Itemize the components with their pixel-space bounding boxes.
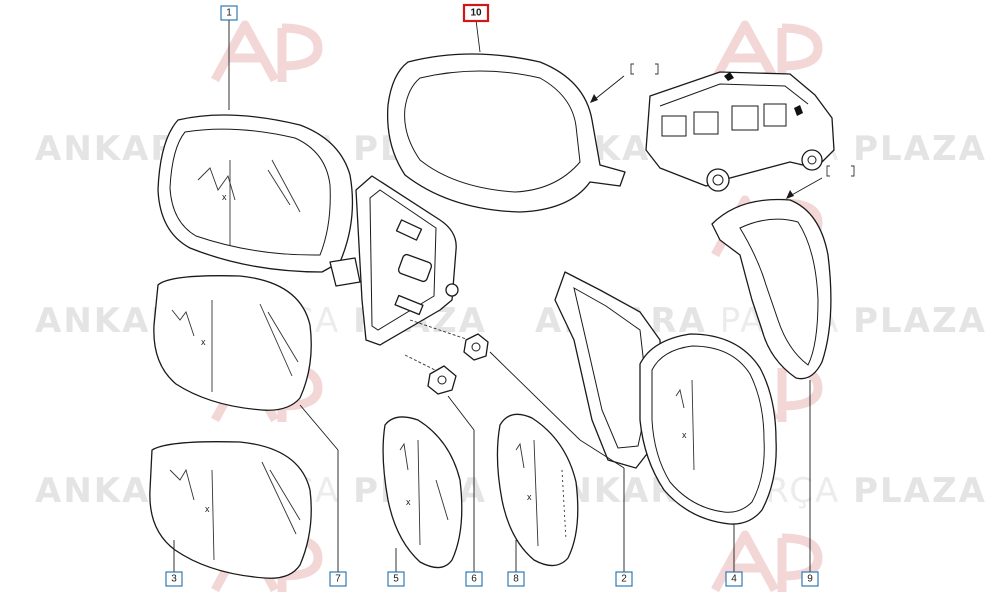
svg-text:9: 9 — [807, 574, 813, 585]
callout-1[interactable]: 1 — [220, 5, 238, 21]
svg-text:5: 5 — [393, 574, 399, 585]
callout-6[interactable]: 6 — [465, 571, 483, 587]
callout-4[interactable]: 4 — [725, 571, 743, 587]
svg-text:x: x — [682, 430, 687, 440]
svg-text:6: 6 — [471, 574, 477, 585]
svg-text:4: 4 — [731, 574, 737, 585]
part-3-mirror-glass: x — [149, 441, 312, 579]
arrow-markers — [590, 63, 855, 199]
callout-5[interactable]: 5 — [387, 571, 405, 587]
part-8-mirror-glass: x — [496, 413, 579, 567]
part-2-mirror-base — [554, 271, 663, 469]
callouts: 1 10 3 7 5 6 8 2 — [165, 3, 819, 587]
svg-text:7: 7 — [335, 574, 341, 585]
part-10-cover-cap — [386, 53, 626, 213]
svg-text:8: 8 — [513, 574, 519, 585]
svg-text:2: 2 — [621, 574, 627, 585]
svg-text:x: x — [201, 337, 206, 347]
part-5-mirror-glass: x — [382, 416, 463, 569]
callout-2[interactable]: 2 — [615, 571, 633, 587]
callout-3[interactable]: 3 — [165, 571, 183, 587]
part-1-mirror-assembly: x — [157, 114, 361, 287]
glass-mark: x — [222, 192, 227, 202]
leader-lines — [173, 19, 811, 572]
svg-text:10: 10 — [470, 8, 482, 19]
callout-10[interactable]: 10 — [462, 3, 490, 23]
svg-text:x: x — [205, 504, 210, 514]
svg-text:1: 1 — [226, 8, 232, 19]
part-6-screw-nut — [427, 333, 489, 395]
svg-text:x: x — [406, 497, 411, 507]
callout-9[interactable]: 9 — [801, 571, 819, 587]
svg-text:x: x — [527, 492, 532, 502]
callout-8[interactable]: 8 — [507, 571, 525, 587]
part-4-right-mirror: x — [639, 333, 777, 525]
mirror-base-bracket — [355, 175, 476, 376]
part-9-right-cover-cap — [711, 198, 832, 380]
callout-7[interactable]: 7 — [329, 571, 347, 587]
vehicle-illustration — [645, 71, 835, 192]
svg-text:3: 3 — [171, 574, 177, 585]
part-7-mirror-glass: x — [153, 275, 312, 411]
